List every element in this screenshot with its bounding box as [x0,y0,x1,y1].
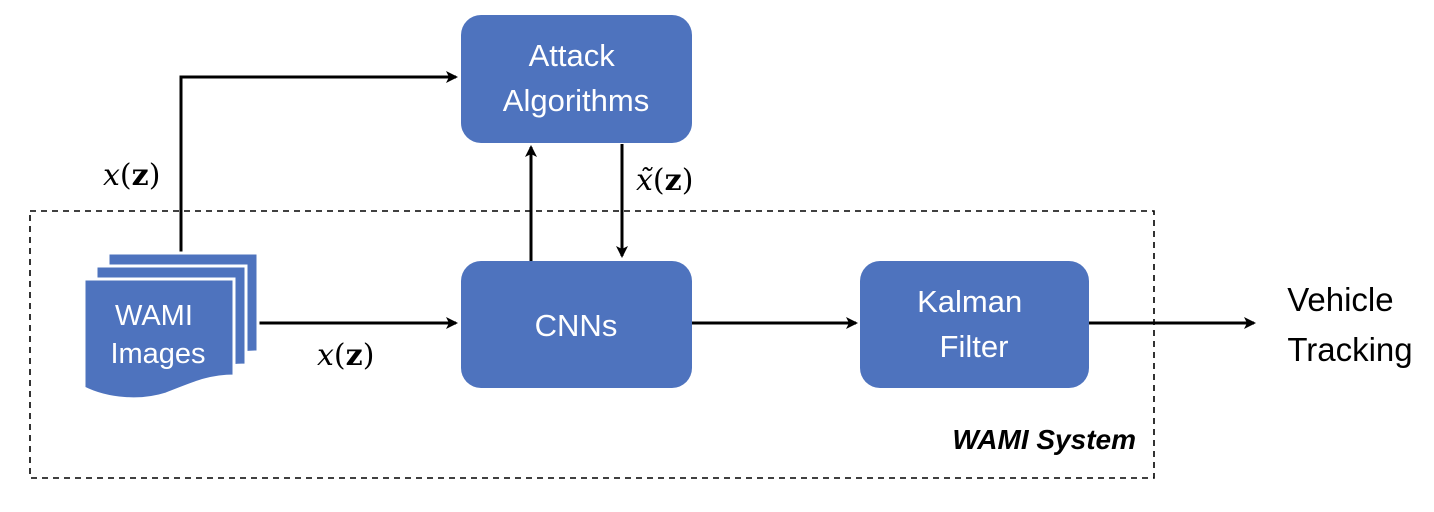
cnns-node: CNNs [461,261,692,388]
attack-algorithms-label: Attack Algorithms [503,38,649,118]
document-stack-icon [82,251,260,401]
edge-label-images-to-attack: x(z) [103,158,160,193]
kalman-filter-label: Kalman Filter [917,284,1031,364]
arrow-images-to-attack [179,71,458,252]
wami-system-boundary [29,210,1155,479]
edge-label-attack-to-cnns: x̃(z) [636,163,693,198]
kalman-filter-box [860,261,1089,388]
kalman-filter-node: Kalman Filter [860,261,1089,388]
cnns-box [461,261,692,388]
wami-images-node: WAMI Images [82,251,260,401]
edge-label-images-to-cnns: x(z) [317,338,374,373]
attack-algorithms-box [461,15,692,143]
document-front-page [82,277,236,401]
wami-system-label: WAMI System [952,424,1136,455]
vehicle-tracking-label: Vehicle Tracking [1287,281,1412,368]
attack-algorithms-node: Attack Algorithms [461,15,692,143]
wami-images-label: WAMI Images [110,300,205,370]
cnns-label: CNNs [535,308,618,343]
